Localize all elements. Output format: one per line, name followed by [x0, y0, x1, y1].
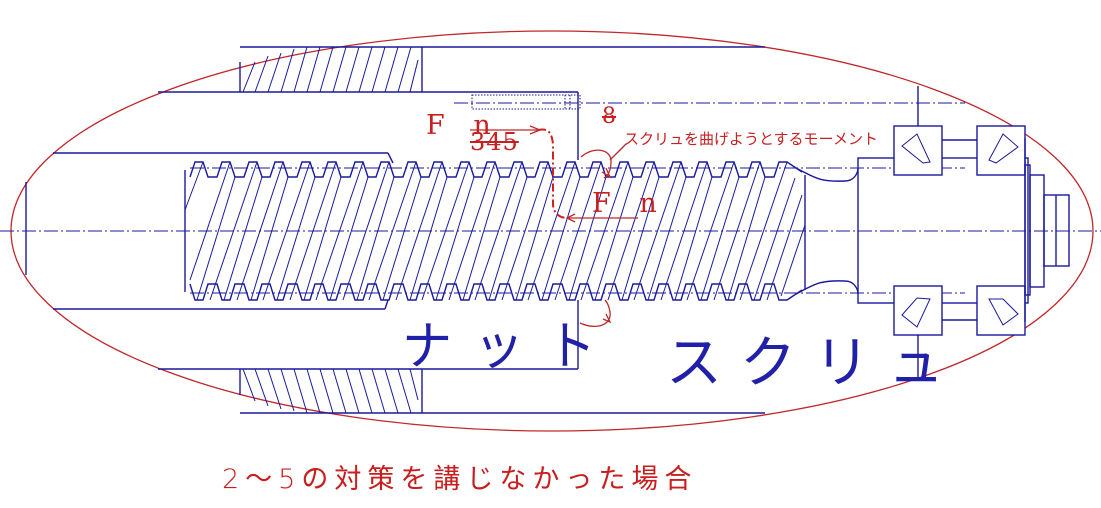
struck-reference-number-8: 8	[602, 104, 616, 129]
struck-reference-numbers: 345	[470, 128, 519, 156]
nut-upper	[25, 46, 965, 275]
force-label-top: F n	[426, 110, 501, 141]
screw-handwritten-label: スクリュ	[666, 331, 962, 396]
drawing-caption: 2～5の対策を講じなかった場合	[222, 464, 698, 495]
force-label-bottom: F n	[592, 188, 667, 219]
screw-shaft	[184, 161, 965, 301]
force-annotations	[470, 125, 638, 327]
nut-lower	[53, 299, 765, 414]
bending-moment-annotation: スクリュを曲げようとするモーメント	[624, 130, 878, 148]
nut-handwritten-label: ナット	[402, 315, 618, 377]
bearing-housing	[857, 86, 1070, 378]
